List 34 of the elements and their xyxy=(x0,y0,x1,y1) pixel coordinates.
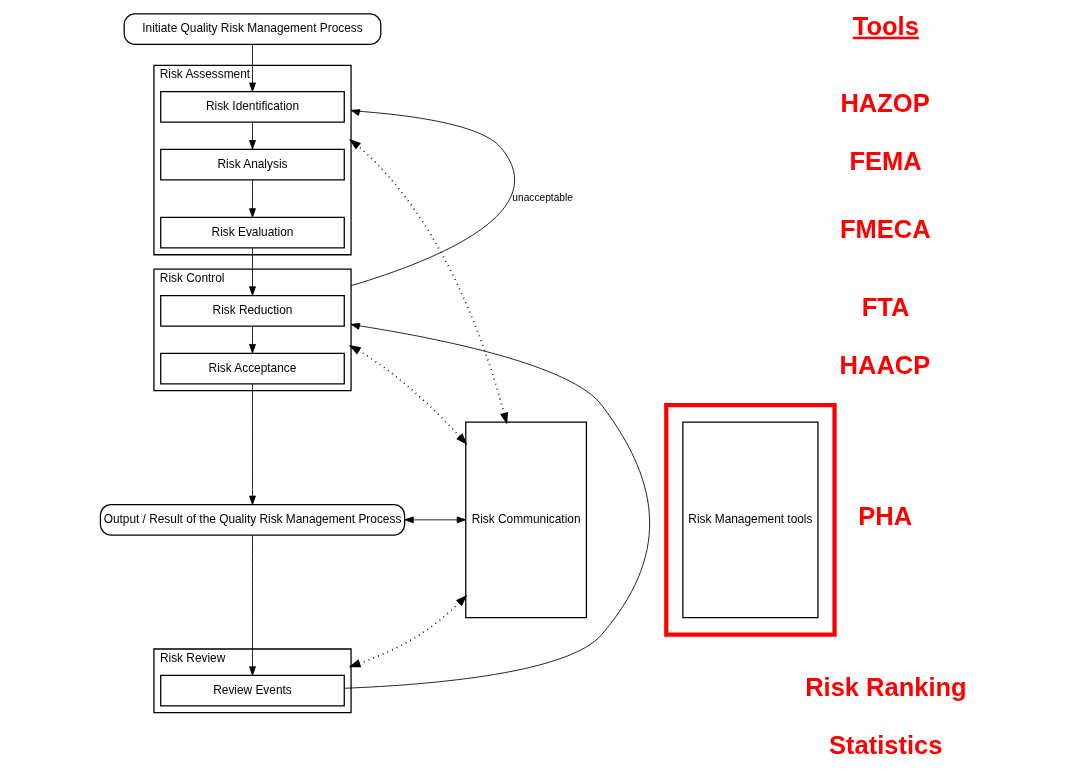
node-box: Review Events xyxy=(159,674,345,707)
label: HAZOP xyxy=(839,89,930,118)
node-box: Risk Acceptance xyxy=(159,352,345,385)
label: FTA xyxy=(861,293,909,322)
arrow xyxy=(248,535,256,676)
label: PHA xyxy=(857,502,912,531)
node-box: Risk Evaluation xyxy=(159,216,345,249)
cluster xyxy=(663,403,837,637)
arrow xyxy=(248,247,256,296)
arrow xyxy=(348,139,508,425)
arrow xyxy=(403,516,466,524)
label: HAACP xyxy=(839,351,930,380)
node-box: Initiate Quality Risk Management Process xyxy=(123,13,381,46)
arrow xyxy=(343,323,650,689)
label: FMECA xyxy=(839,215,931,244)
edge-label: unacceptable xyxy=(511,192,573,204)
label: Risk Ranking xyxy=(804,673,967,702)
arrow xyxy=(248,122,256,150)
node-box: Risk Management tools xyxy=(681,421,819,619)
arrow xyxy=(348,594,467,668)
node-box: Risk Identification xyxy=(159,90,345,123)
arrow xyxy=(248,383,256,505)
node-box: Risk Communication xyxy=(464,421,587,619)
arrow xyxy=(248,44,256,92)
label: Tools xyxy=(852,11,919,40)
label: Statistics xyxy=(828,731,942,760)
node-box: Risk Reduction xyxy=(159,294,345,327)
node-box: Risk Analysis xyxy=(159,148,345,181)
arrow xyxy=(348,345,467,445)
label: FEMA xyxy=(848,147,922,176)
arrow xyxy=(248,179,256,218)
node-box: Output / Result of the Quality Risk Management Process xyxy=(99,503,405,536)
arrow xyxy=(350,109,515,287)
arrow xyxy=(248,326,256,354)
